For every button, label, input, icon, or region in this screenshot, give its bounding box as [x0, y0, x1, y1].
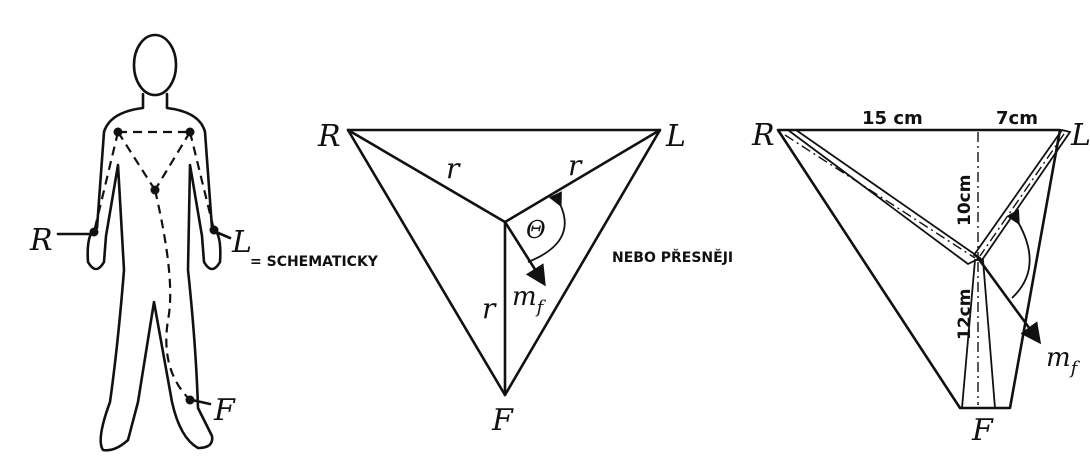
radius-line-l [503, 128, 662, 224]
dashed-right-arm [92, 131, 120, 233]
angle-arc-theta [527, 191, 566, 263]
electrode-foot [185, 395, 195, 405]
dim-label-7cm: 7cm [996, 108, 1038, 129]
electrode-wedge-r [785, 129, 982, 266]
electrode-shoulder-left [185, 127, 195, 137]
accurate-label-f: F [971, 413, 994, 448]
dim-label-10cm: 10cm [955, 175, 975, 226]
triangle-accurate: R L F 15 cm 7cm 10cm 12cm mf [751, 108, 1090, 448]
vector-arrow-mf-accurate [976, 256, 1042, 345]
body-outline [86, 92, 222, 452]
vector-label-accurate-sub: f [1069, 358, 1081, 379]
head-outline [132, 33, 178, 97]
dashed-left-arm [188, 131, 216, 231]
dim-label-15cm: 15 cm [862, 108, 923, 129]
radius-line-r [346, 128, 507, 224]
dim-label-12cm: 12cm [955, 289, 975, 340]
angle-arc-accurate [1006, 209, 1031, 299]
axis-line-r [784, 134, 976, 259]
body-label-r: R [29, 223, 53, 258]
vector-label-sub: f [535, 297, 547, 318]
radius-label-right: r [568, 149, 583, 182]
body-label-f: F [213, 393, 236, 428]
dashed-triangle-left [117, 131, 156, 191]
vector-label-accurate-m: m [1046, 343, 1071, 373]
angle-label: Θ [526, 216, 546, 244]
electrode-shoulder-right [113, 127, 123, 137]
triangle-label-f: F [491, 403, 514, 438]
vector-arrow-mf [503, 220, 546, 287]
body-label-l: L [231, 225, 252, 260]
caption-presneji: NEBO PŘESNĚJI [612, 249, 733, 266]
triangle-schematic: R L F r r r Θ mf NEBO PŘESNĚJI [317, 119, 733, 438]
lead-pointer-f [190, 398, 212, 406]
triangle-outline [346, 128, 662, 397]
vector-label-accurate: mf [1046, 343, 1081, 379]
vector-label: mf [512, 282, 547, 318]
lead-pointer-l [214, 230, 232, 240]
accurate-triangle-outline [776, 128, 1062, 410]
caption-schematicky: = SCHEMATICKY [250, 254, 379, 270]
electrode-center [150, 185, 160, 195]
dashed-leg-lead [153, 189, 191, 401]
dashed-triangle-right [154, 131, 191, 191]
axis-line-l [979, 133, 1065, 257]
body-figure: R L F = SCHEMATICKY [29, 33, 379, 452]
triangle-label-r: R [317, 119, 341, 154]
accurate-label-r: R [751, 118, 775, 153]
vector-label-m: m [512, 282, 537, 312]
accurate-label-l: L [1070, 118, 1090, 153]
radius-label-left: r [446, 152, 461, 185]
radius-label-bottom: r [482, 292, 497, 325]
triangle-label-l: L [665, 119, 686, 154]
